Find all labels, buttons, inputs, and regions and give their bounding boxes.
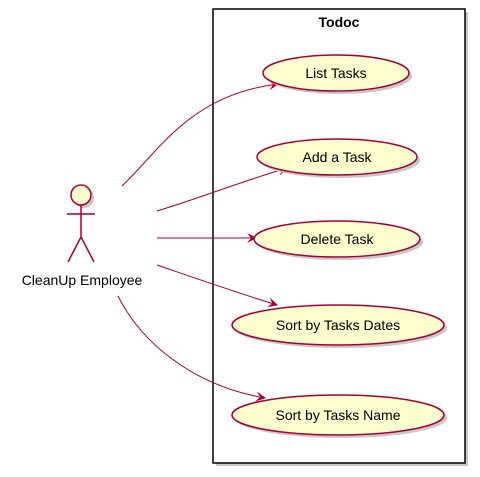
actor-head bbox=[70, 184, 92, 206]
system-title: Todoc bbox=[319, 14, 360, 30]
use-case-ellipse bbox=[262, 54, 410, 92]
association-list-tasks bbox=[121, 80, 279, 187]
use-case-list-tasks[interactable]: List Tasks bbox=[262, 54, 412, 94]
actor[interactable]: CleanUp Employee bbox=[22, 184, 143, 288]
association-sort-dates bbox=[156, 264, 278, 308]
associations bbox=[117, 80, 288, 402]
actor-label: CleanUp Employee bbox=[22, 272, 143, 288]
use-case-label: Delete Task bbox=[301, 231, 375, 247]
use-case-add-task[interactable]: Add a Task bbox=[256, 138, 420, 178]
use-case-ellipse bbox=[253, 220, 421, 258]
use-case-ellipse bbox=[256, 138, 418, 176]
use-case-ellipse bbox=[231, 304, 445, 346]
use-case-sort-by-name[interactable]: Sort by Tasks Name bbox=[231, 394, 447, 438]
actor-left-leg bbox=[67, 236, 82, 263]
use-case-label: Sort by Tasks Dates bbox=[276, 317, 400, 333]
association-add-task bbox=[156, 165, 288, 212]
association-sort-name bbox=[117, 295, 266, 402]
use-case-label: Sort by Tasks Name bbox=[275, 407, 400, 423]
use-case-label: List Tasks bbox=[305, 65, 366, 81]
actor-right-leg bbox=[80, 236, 95, 263]
use-case-sort-by-dates[interactable]: Sort by Tasks Dates bbox=[231, 304, 447, 348]
use-case-ellipse bbox=[231, 394, 445, 436]
use-case-label: Add a Task bbox=[302, 149, 372, 165]
use-case-delete-task[interactable]: Delete Task bbox=[253, 220, 423, 260]
